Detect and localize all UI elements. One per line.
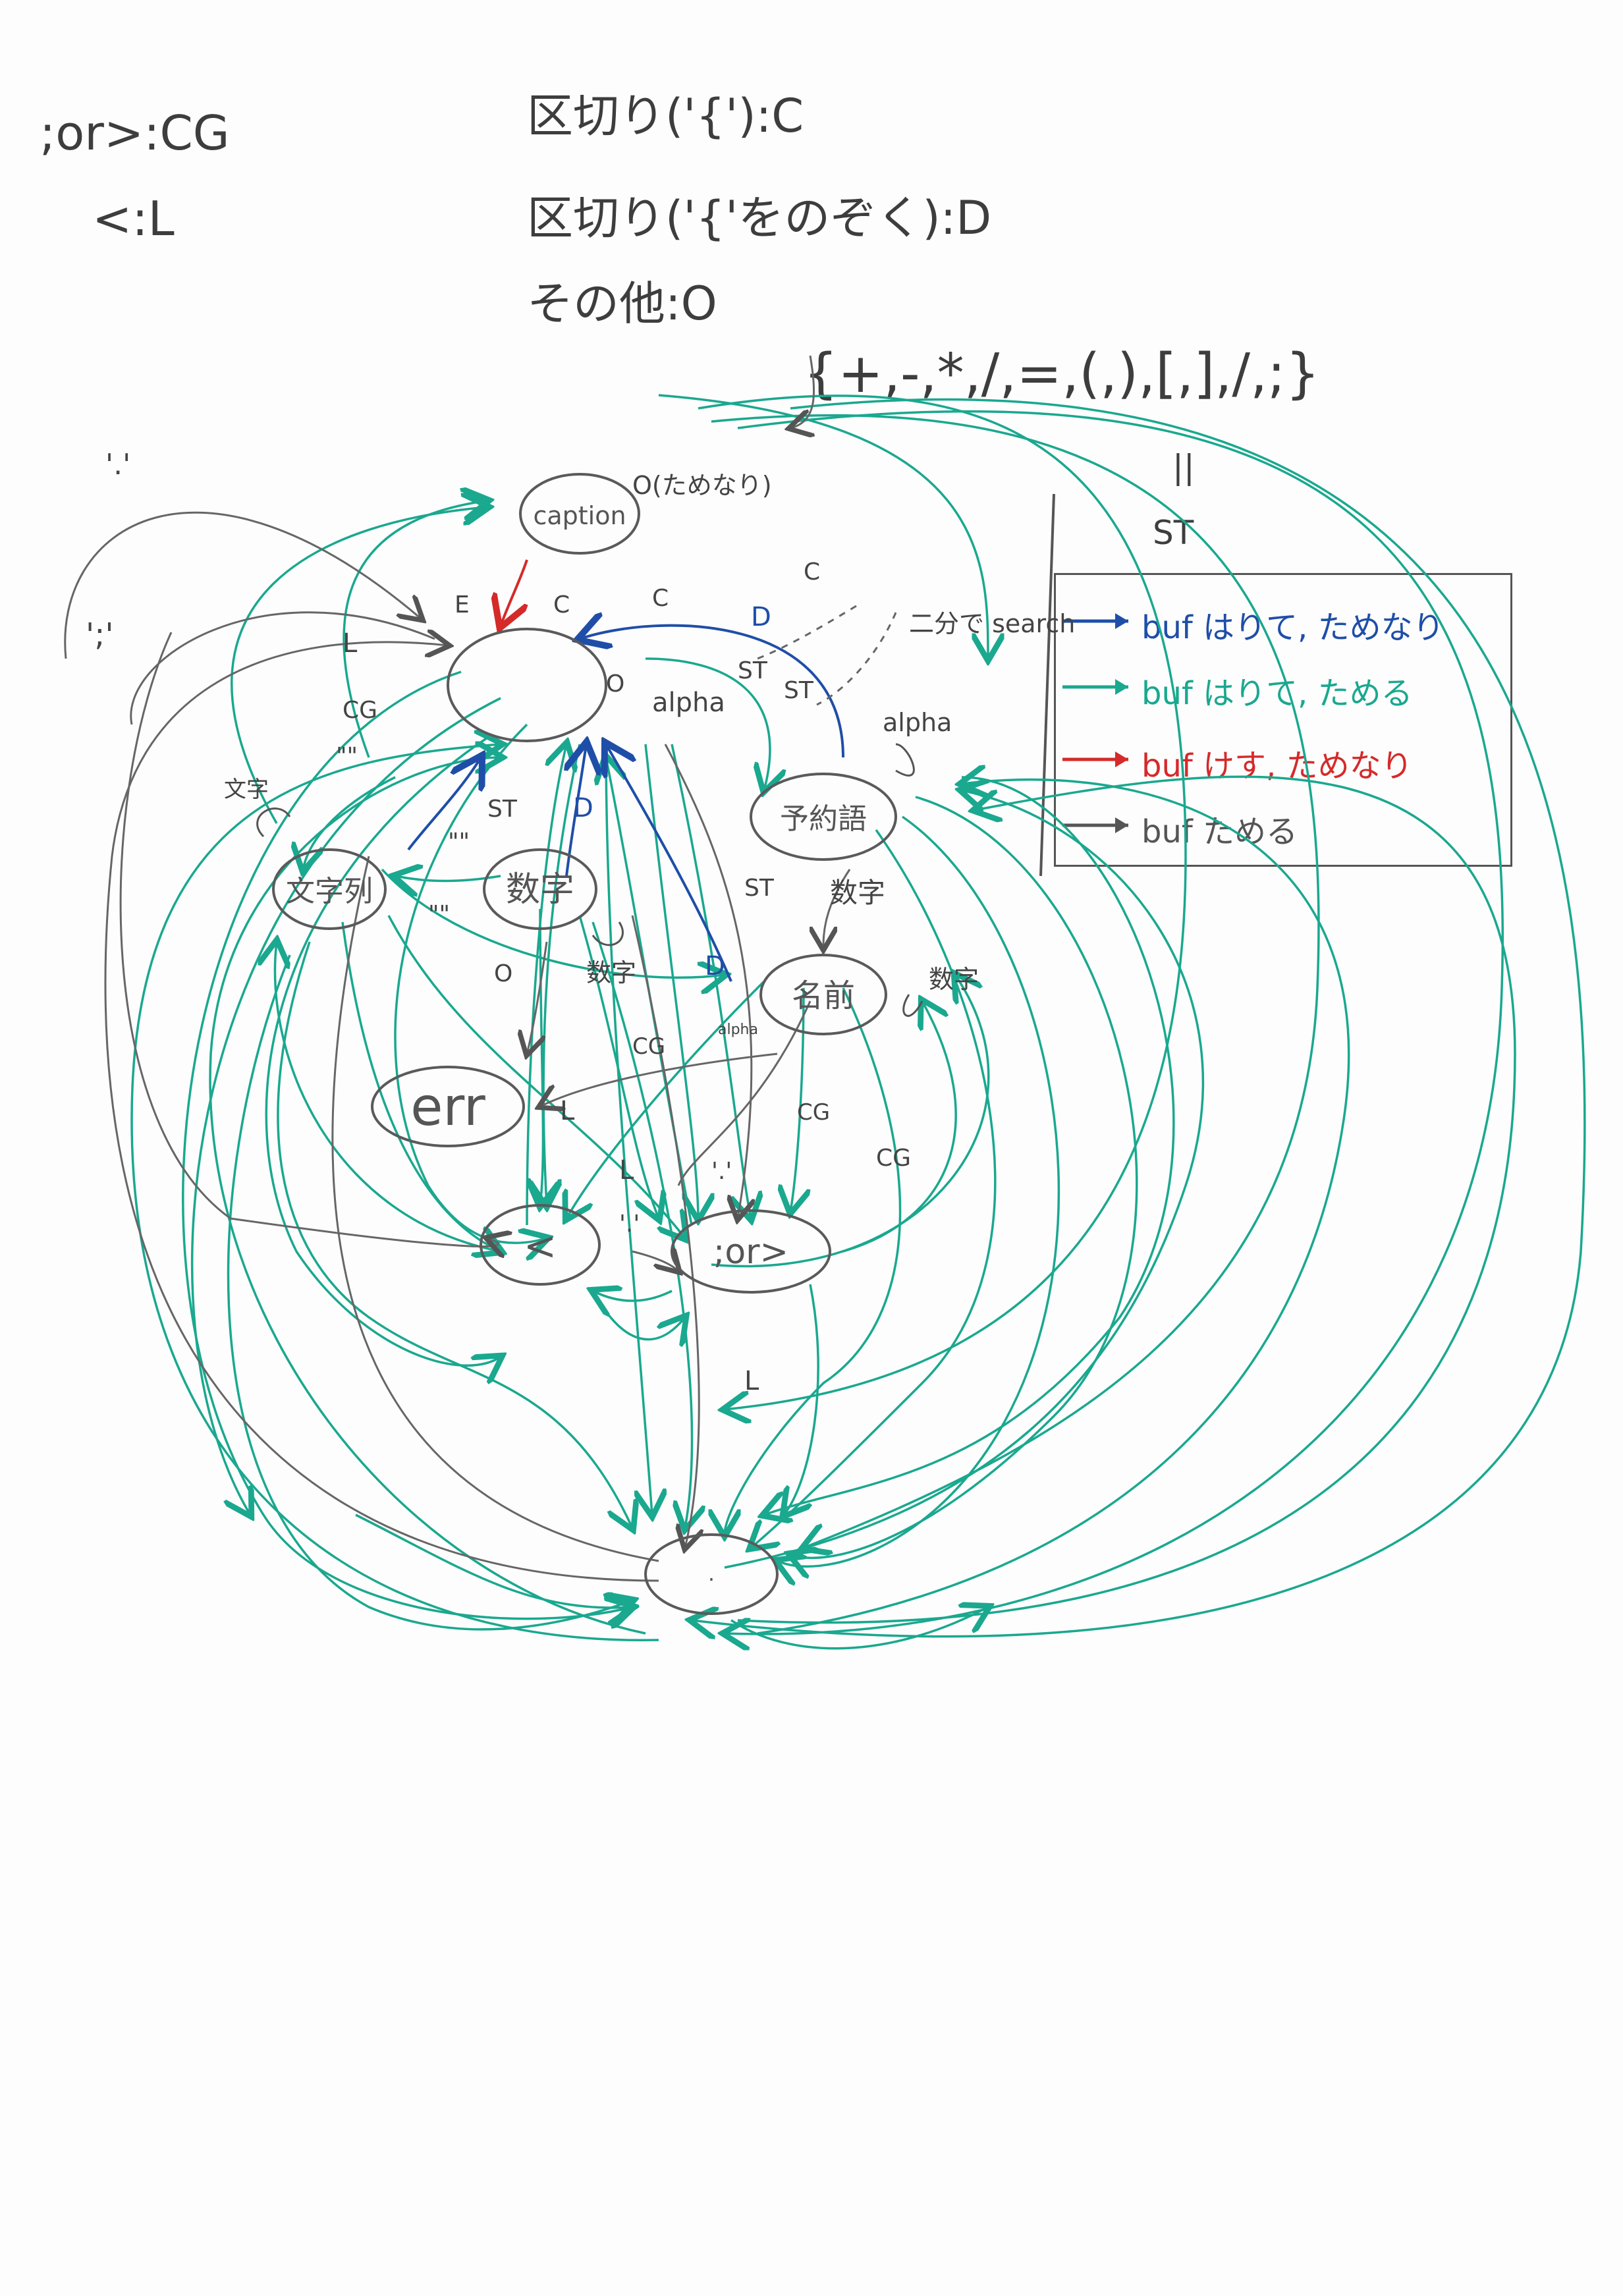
- legend-d: 区切り('{'をのぞく):D: [527, 191, 992, 245]
- node-name-label: 名前: [792, 977, 855, 1014]
- edge-label-dots2: '.': [619, 1211, 640, 1238]
- blue-arrow-icon: [1062, 613, 1128, 629]
- blue-edges: [407, 626, 844, 982]
- legend-l: <:L: [92, 191, 175, 246]
- node-err-label: err: [410, 1076, 485, 1137]
- edge-label-st3: ST: [487, 796, 518, 823]
- edge-label-kanji-self: 数字: [929, 965, 979, 994]
- key-item-green: buf はりて, ためる: [1056, 667, 1510, 712]
- red-edge: [501, 559, 528, 626]
- red-arrow-icon: [1062, 752, 1128, 767]
- edge-label-alpha-small: alpha: [718, 1022, 758, 1038]
- edge-label-st4: ST: [744, 875, 775, 902]
- key-item-gray: buf ためる: [1056, 806, 1510, 850]
- edge-label-o-num: O: [494, 960, 512, 987]
- green-arrow-icon: [1062, 679, 1128, 695]
- edge-label-dots1: '.': [711, 1158, 732, 1185]
- node-keyword: [750, 773, 897, 861]
- edge-label-search-note: 二分で search: [909, 609, 1075, 638]
- node-string: [272, 848, 387, 930]
- node-lt-label: <: [524, 1223, 557, 1269]
- edge-label-st2: ST: [784, 677, 814, 704]
- edge-label-quote-num: "": [448, 829, 470, 856]
- edge-label-alpha-self: alpha: [883, 708, 952, 737]
- node-end-label: .: [708, 1561, 715, 1586]
- edge-label-c1: C: [553, 591, 570, 618]
- edge-label-caption-self: O(ためなり): [632, 471, 772, 500]
- edge-label-quote-semi: ';': [86, 616, 114, 653]
- key-text-gray: buf ためる: [1142, 813, 1298, 850]
- edge-label-l-err: L: [560, 1096, 575, 1126]
- edge-label-err-arrow: E: [454, 591, 470, 618]
- legend-st-mark: ||: [1172, 448, 1195, 486]
- edge-label-o-start: O: [606, 670, 624, 697]
- gray-arrow-icon: [1062, 817, 1128, 833]
- node-err: [371, 1066, 525, 1147]
- edge-label-st1: ST: [738, 657, 768, 684]
- edge-label-cg-mid: CG: [632, 1033, 665, 1060]
- edge-label-cg-left: CG: [343, 697, 377, 724]
- key-item-blue: buf はりて, ためなり: [1056, 601, 1510, 646]
- edge-label-cg-name2: CG: [876, 1145, 911, 1172]
- edge-label-quote-dot: '.': [105, 448, 130, 481]
- edge-label-l-bottom: L: [744, 1366, 759, 1396]
- edge-label-kanji-name: 数字: [830, 877, 885, 909]
- node-keyword-label: 予約語: [780, 802, 867, 836]
- edge-label-d-name: D: [705, 951, 725, 981]
- key-text-green: buf はりて, ためる: [1142, 675, 1413, 712]
- edge-label-quote-str1: "": [336, 743, 358, 770]
- edge-label-str-self: 文字: [224, 777, 269, 803]
- edge-label-d-num: D: [573, 793, 593, 823]
- legend-st: ST: [1153, 514, 1194, 552]
- node-caption: [519, 473, 640, 555]
- node-name: [759, 954, 887, 1035]
- legend-cg: ;or>:CG: [40, 105, 230, 161]
- node-or-label: ;or>: [713, 1232, 788, 1272]
- node-start: [447, 628, 607, 742]
- node-end: [644, 1533, 779, 1615]
- node-number: [483, 848, 597, 930]
- edge-label-l-lt: L: [619, 1155, 634, 1186]
- key-text-blue: buf はりて, ためなり: [1142, 609, 1444, 646]
- edge-label-d-top: D: [751, 602, 771, 632]
- node-number-label: 数字: [506, 870, 574, 910]
- self-loops: [256, 743, 923, 1017]
- node-string-label: 文字列: [286, 875, 373, 908]
- legend-c: 区切り('{'):C: [527, 89, 804, 143]
- edge-label-l-top: L: [343, 628, 358, 659]
- node-or: [671, 1209, 831, 1294]
- edge-label-alpha-start: alpha: [652, 688, 725, 718]
- legend-o: その他:O: [527, 277, 717, 331]
- edge-label-c3: C: [804, 559, 820, 586]
- gray-edges: [64, 355, 897, 1582]
- key-box: buf はりて, ためなり buf はりて, ためる buf けす, ためなり …: [1054, 573, 1512, 867]
- edge-label-kanji-num: 数字: [586, 958, 636, 987]
- edge-label-cg-name1: CG: [797, 1099, 830, 1126]
- legend-symbols: {+,-,*,/,=,(,),[,],/,;}: [804, 342, 1320, 405]
- node-lt: [480, 1204, 601, 1286]
- node-caption-label: caption: [533, 501, 626, 530]
- green-edges: [130, 394, 1586, 1649]
- edge-label-c2: C: [652, 585, 669, 612]
- edge-label-quote-str2: "": [428, 901, 450, 928]
- st-divider-line: [1039, 493, 1055, 877]
